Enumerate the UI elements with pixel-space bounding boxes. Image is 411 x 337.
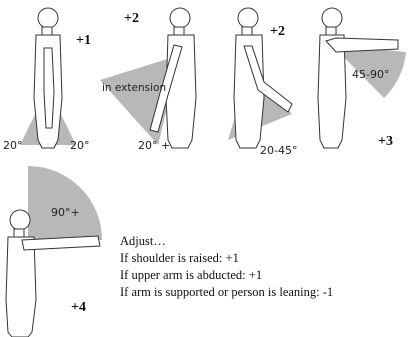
angle-label-neutral-right: 20° [70,140,90,151]
panel-neutral [20,8,76,148]
angle-label-neutral-left: 20° [3,140,23,151]
adjust-item-arm-supported: If arm is supported or person is leaning… [120,284,333,301]
angle-label-extension: 20° + [138,140,170,151]
range-wedge-flexion-overhead [28,166,102,240]
annotation-extension: in extension [102,83,166,94]
panel-flexion-overhead [6,166,102,337]
score-flexion-moderate: +2 [270,25,285,39]
score-flexion-overhead: +4 [71,301,86,315]
adjust-notes: Adjust… If shoulder is raised: +1 If upp… [120,233,333,301]
score-neutral: +1 [76,34,91,48]
score-extension: +2 [124,12,139,26]
angle-label-flexion-high: 45-90° [352,69,389,80]
angle-label-flexion-overhead: 90°+ [51,207,80,218]
score-flexion-high: +3 [378,135,393,149]
adjust-item-shoulder-raised: If shoulder is raised: +1 [120,250,333,267]
figure-neutral [34,8,62,148]
adjust-title: Adjust… [120,233,333,250]
angle-label-flexion-moderate: 20-45° [260,145,297,156]
adjust-item-arm-abducted: If upper arm is abducted: +1 [120,267,333,284]
panel-extension [100,8,196,148]
